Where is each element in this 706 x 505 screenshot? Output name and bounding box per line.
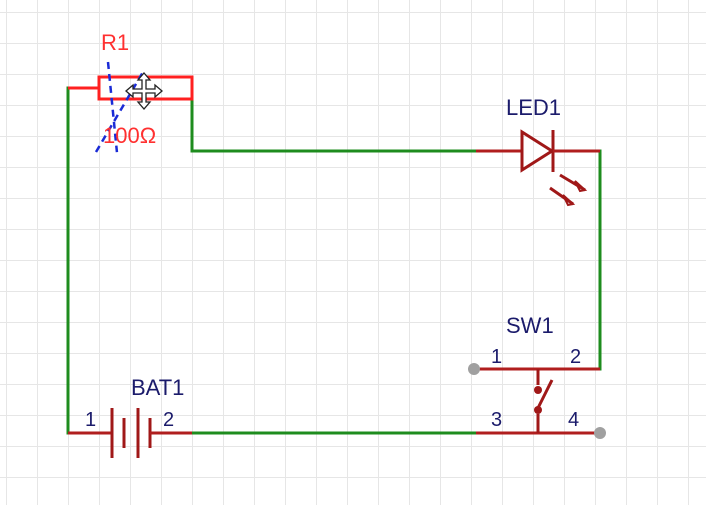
- sw1-pin3-label: 3: [491, 409, 503, 431]
- move-cursor-icon: [125, 72, 163, 110]
- led-led1[interactable]: [476, 129, 600, 207]
- sw1-pin4-endpoint[interactable]: [594, 427, 606, 439]
- bat1-pin2-label: 2: [163, 409, 175, 431]
- wire-r1-right-to-led1[interactable]: [190, 86, 478, 153]
- sw1-pin1-label: 1: [491, 346, 503, 368]
- sw1-pin4-label: 4: [568, 409, 580, 431]
- sw1-pin1-endpoint[interactable]: [468, 363, 480, 375]
- selection-guide-line-2: [94, 71, 145, 153]
- led1-ref-label: LED1: [506, 95, 562, 120]
- wire-r1-left-to-bat1[interactable]: [66, 86, 101, 435]
- sw1-ref-label: SW1: [506, 313, 554, 338]
- selection-guide-line: [106, 61, 119, 153]
- switch-sw1[interactable]: [468, 363, 606, 439]
- r1-value-label: 100Ω: [103, 123, 157, 148]
- bat1-pin1-label: 1: [85, 409, 97, 431]
- r1-ref-label: R1: [101, 30, 130, 55]
- battery-bat1[interactable]: [68, 408, 192, 458]
- sw1-pin2-label: 2: [570, 346, 582, 368]
- bat1-ref-label: BAT1: [131, 375, 185, 400]
